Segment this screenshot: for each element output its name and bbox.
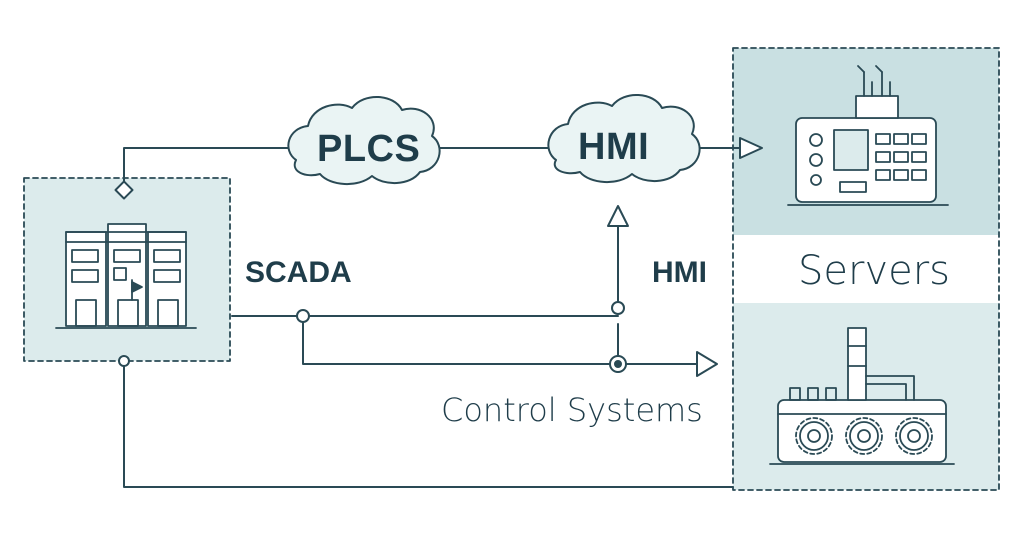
hmi-cloud-label: HMI (578, 126, 650, 168)
plcs-label: PLCS (317, 128, 421, 170)
arrow-to-servers (739, 137, 763, 159)
plcs-cloud (287, 95, 441, 185)
building-icon (55, 223, 197, 329)
node-building-bottom (118, 355, 130, 367)
hmi-label: HMI (652, 256, 707, 289)
node-junction (611, 301, 625, 315)
arrow-to-factory (696, 351, 718, 377)
factory-machine-icon (769, 327, 955, 465)
line-building-to-plcs (123, 147, 291, 191)
hmi-cloud (547, 93, 701, 183)
servers-label: Servers (798, 248, 951, 294)
line-scada-to-control (302, 322, 611, 365)
line-building-to-factory (123, 365, 734, 488)
node-scada (296, 309, 310, 323)
control-systems-label: Control Systems (441, 391, 703, 429)
control-panel-icon (787, 65, 949, 206)
arrow-up-to-hmi (607, 205, 629, 227)
scada-label: SCADA (245, 256, 352, 289)
diamond-node (114, 180, 134, 200)
connector-markers (114, 137, 763, 377)
